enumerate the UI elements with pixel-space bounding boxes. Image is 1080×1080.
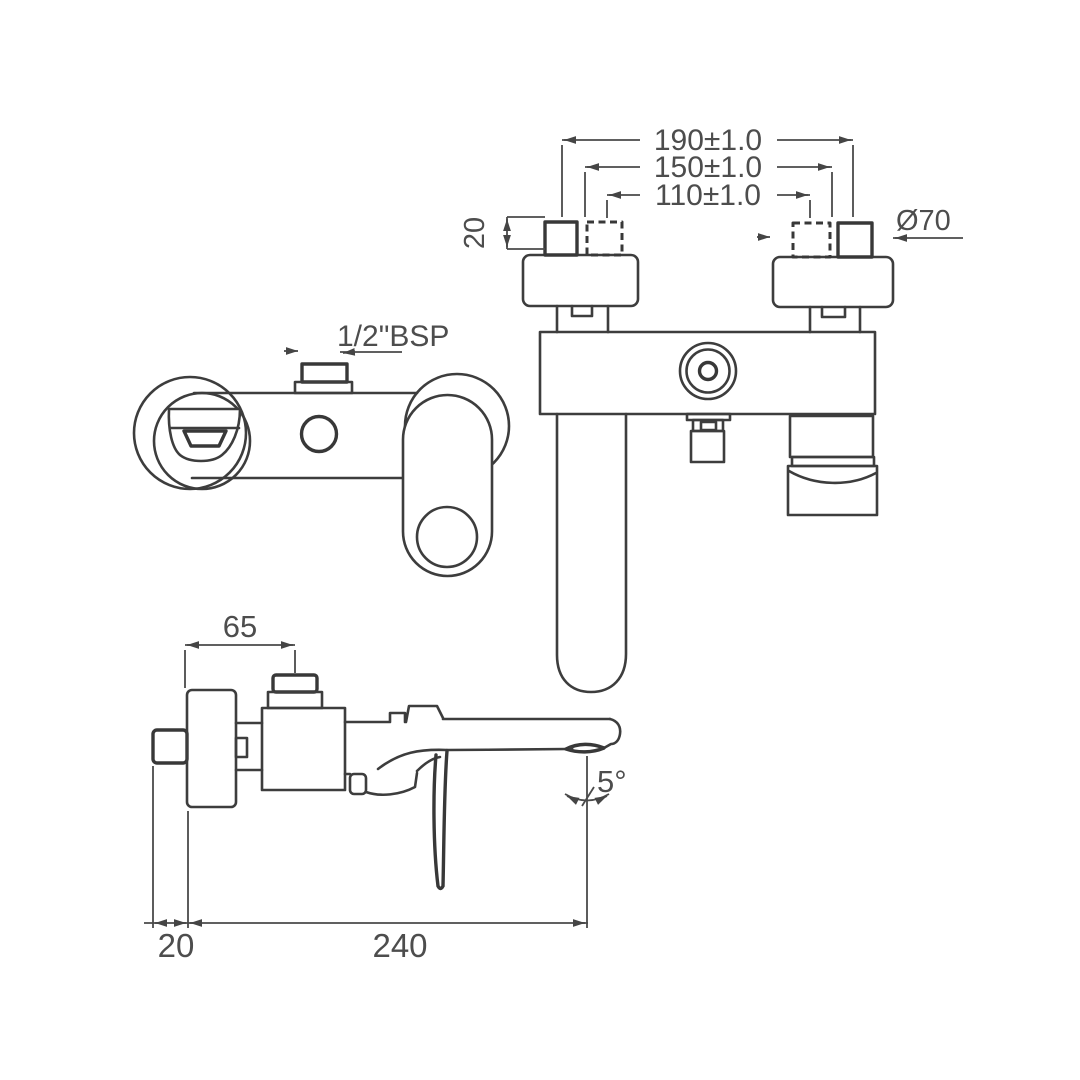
dim-190-label: 190±1.0 — [654, 124, 762, 157]
dim-20-connector-label: 20 — [459, 217, 491, 249]
dimension-dia70: Ø70 — [757, 205, 963, 242]
dimension-65: 65 — [184, 609, 296, 688]
dim-20-wall-label: 20 — [158, 927, 195, 964]
bsp-connection-top-view — [293, 362, 354, 395]
bsp-thread-label: 1/2"BSP — [337, 320, 449, 353]
handshower-outlet — [685, 412, 732, 464]
bsp-label-leader: 1/2"BSP — [284, 320, 449, 356]
wall-flange-circle-inner — [152, 391, 252, 491]
right-inlet-connector-solid — [836, 221, 874, 259]
bsp-connector-base — [266, 690, 324, 710]
handshower-outlet-side — [343, 771, 419, 797]
mixer-body-side — [260, 706, 347, 792]
handle-side-view — [376, 748, 449, 891]
handle-stadium — [401, 393, 494, 578]
flange-stem-detail — [234, 736, 249, 759]
flange-stem — [234, 721, 264, 772]
right-flange-block — [771, 255, 895, 309]
angle-5-annotation: 5° — [564, 756, 627, 928]
left-inlet-connector-solid — [543, 220, 579, 257]
front-view: 190±1.0 150±1.0 110±1.0 20 Ø70 — [459, 124, 963, 694]
dimension-150: 150±1.0 — [584, 151, 833, 217]
diverter-top-view — [299, 414, 339, 454]
dim-150-label: 150±1.0 — [654, 151, 762, 184]
bsp-connector-side — [271, 673, 319, 694]
diverter-knob — [678, 341, 738, 401]
wall-union — [151, 728, 189, 765]
left-inlet-connector-alt — [585, 220, 624, 257]
left-flange-block — [521, 253, 640, 308]
spout-front — [555, 412, 628, 694]
top-view: 1/2"BSP — [132, 320, 511, 578]
wall-flange-side — [185, 688, 238, 809]
side-view: 65 5° 20 240 — [144, 609, 627, 964]
dimension-20-240: 20 240 — [144, 766, 588, 964]
spout-side-view — [343, 704, 622, 754]
right-flange-stem — [808, 305, 862, 334]
handle-front — [786, 414, 879, 517]
dimension-110: 110±1.0 — [606, 179, 811, 218]
right-inlet-connector-alt — [791, 221, 832, 259]
dim-240-label: 240 — [372, 927, 427, 964]
dia-70-label: Ø70 — [896, 205, 951, 237]
left-flange-stem — [555, 304, 610, 334]
spout-top-view — [167, 407, 242, 463]
dim-65-label: 65 — [223, 609, 257, 644]
handle-knob-circle — [415, 505, 479, 569]
dimension-20-connector: 20 — [459, 216, 545, 250]
angle-5-label: 5° — [597, 764, 627, 799]
wall-flange-circle-outer — [132, 375, 248, 491]
handle-top-view — [401, 372, 511, 578]
dimension-190: 190±1.0 — [561, 124, 854, 217]
dim-110-label: 110±1.0 — [655, 179, 761, 212]
